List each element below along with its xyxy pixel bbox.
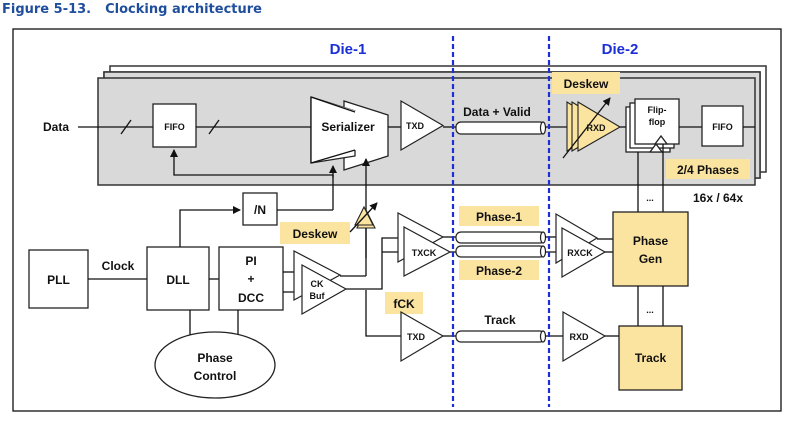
track-block — [618, 325, 683, 391]
dll-to-divider-wire — [179, 206, 241, 247]
rx-deskew-tag — [552, 72, 620, 94]
rxck-receiver — [561, 226, 607, 279]
tx-data-driver — [400, 99, 445, 152]
figure-title: Clocking architecture — [105, 2, 262, 17]
rx-deskew-label: Deskew — [564, 77, 609, 91]
tx-deskew-tag — [280, 222, 350, 244]
rxck-label: RXCK — [567, 248, 593, 258]
phase-control-label-line2: Control — [194, 369, 237, 383]
phase2-channel — [455, 245, 546, 258]
phase-gen-block — [612, 211, 689, 287]
clock-label: Clock — [102, 259, 135, 273]
phase-lines-ellipsis: ... — [646, 193, 654, 203]
clock-input-icon — [653, 134, 669, 145]
pll-block — [28, 249, 89, 309]
phase-gen-label-line2: Gen — [639, 252, 662, 266]
phase-control-label-line1: Phase — [197, 351, 233, 365]
adjustable-arrow-icon — [349, 202, 378, 233]
rx-data-receiver — [577, 101, 622, 152]
tx-deskew-delay — [354, 205, 374, 226]
track-lines-ellipsis: ... — [646, 305, 654, 315]
die-2-label: Die-2 — [602, 41, 639, 58]
rx-data-receiver-label: RXD — [586, 123, 606, 133]
fck-tag — [385, 292, 423, 314]
tx-fifo-block — [152, 103, 197, 148]
pi-dcc-block — [218, 246, 284, 311]
phase1-channel — [455, 231, 546, 244]
lanes-count-label: 16x / 64x — [693, 191, 743, 205]
data-input-label: Data — [43, 120, 69, 134]
adjustable-arrow-icon — [562, 97, 611, 159]
rx-fifo-label: FIFO — [712, 122, 733, 132]
figure-number: Figure 5-13. — [2, 2, 92, 17]
figure-caption: Figure 5-13. Clocking architecture — [2, 2, 262, 17]
phase2-tag — [459, 260, 539, 280]
phase2-label: Phase-2 — [476, 264, 522, 278]
flipflop-label-line2: flop — [649, 117, 666, 127]
serializer-label: Serializer — [321, 120, 375, 134]
tx-fifo-label: FIFO — [164, 122, 185, 132]
fck-label: fCK — [393, 297, 415, 311]
dll-block — [146, 246, 210, 311]
phases-label: 2/4 Phases — [677, 163, 739, 177]
tx-data-driver-label: TXD — [406, 121, 425, 131]
fifo-clock-wire — [170, 149, 334, 210]
data-valid-channel — [455, 121, 546, 135]
divider-block — [242, 192, 278, 226]
phase1-tag — [459, 206, 539, 226]
pi-label: PI — [245, 254, 256, 268]
tx-deskew-label: Deskew — [293, 227, 338, 241]
ck-buffer-label-line1: CK — [311, 279, 324, 289]
pll-label: PLL — [47, 273, 70, 287]
ck-buffer — [301, 263, 348, 316]
track-tx-driver — [400, 310, 445, 363]
txck-driver — [403, 225, 452, 277]
die-1-label: Die-1 — [330, 41, 367, 58]
dll-label: DLL — [166, 273, 189, 287]
bus-slash-icon — [208, 119, 220, 135]
fck-to-track-wire — [365, 290, 401, 337]
data-valid-channel-label: Data + Valid — [463, 105, 531, 119]
txck-label: TXCK — [412, 248, 437, 258]
track-channel-label: Track — [484, 313, 516, 327]
flipflop-block — [634, 98, 680, 145]
phase-gen-label-line1: Phase — [633, 234, 669, 248]
phase1-label: Phase-1 — [476, 210, 522, 224]
bus-slash-icon — [120, 119, 132, 135]
track-block-label: Track — [635, 351, 667, 365]
track-rx-receiver-label: RXD — [569, 332, 589, 342]
fck-to-txck-wire — [346, 237, 398, 290]
figure-frame — [12, 28, 782, 412]
ck-buffer-label-line2: Buf — [310, 291, 326, 301]
divider-label: /N — [254, 203, 266, 217]
flipflop-label-line1: Flip- — [648, 105, 667, 115]
pi-plus-label: + — [247, 272, 254, 286]
rx-fifo-block — [701, 105, 744, 147]
track-rx-receiver — [562, 310, 607, 363]
dcc-label: DCC — [238, 291, 264, 305]
phase-control-block — [154, 331, 276, 399]
panel-back-layer — [109, 65, 767, 173]
track-tx-driver-label: TXD — [407, 332, 426, 342]
phases-tag — [666, 159, 750, 179]
track-channel — [455, 330, 546, 343]
